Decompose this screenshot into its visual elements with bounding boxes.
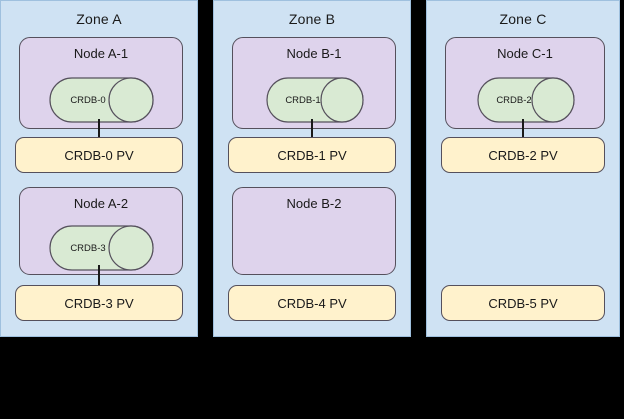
connector-a-1-to-pv	[98, 119, 100, 139]
pv-label-crdb-4: CRDB-4 PV	[277, 295, 347, 311]
zone-panel-b[interactable]: Zone B Node B-1 CRDB-1 CRDB-1 PV Node B-…	[213, 0, 411, 337]
node-box-a-1[interactable]: Node A-1 CRDB-0	[19, 37, 183, 129]
pv-box-crdb-2[interactable]: CRDB-2 PV	[441, 137, 605, 173]
zone-panel-c[interactable]: Zone C Node C-1 CRDB-2 CRDB-2 PV CRDB-5 …	[426, 0, 620, 337]
node-box-a-2[interactable]: Node A-2 CRDB-3	[19, 187, 183, 275]
database-cylinder-crdb-0[interactable]: CRDB-0	[49, 77, 154, 123]
zone-title-b: Zone B	[288, 11, 336, 27]
zone-panel-a[interactable]: Zone A Node A-1 CRDB-0 CRDB-0 PV Node A-…	[0, 0, 198, 337]
pv-label-crdb-0: CRDB-0 PV	[64, 147, 134, 163]
pv-label-crdb-5: CRDB-5 PV	[488, 295, 558, 311]
node-box-b-1[interactable]: Node B-1 CRDB-1	[232, 37, 396, 129]
node-label-a-2: Node A-2	[73, 196, 129, 211]
pv-box-crdb-4[interactable]: CRDB-4 PV	[228, 285, 396, 321]
node-label-b-2: Node B-2	[286, 196, 342, 211]
pv-box-crdb-5[interactable]: CRDB-5 PV	[441, 285, 605, 321]
connector-b-1-to-pv	[311, 119, 313, 139]
connector-c-1-to-pv	[522, 119, 524, 139]
node-label-b-1: Node B-1	[286, 46, 342, 61]
pv-box-crdb-1[interactable]: CRDB-1 PV	[228, 137, 396, 173]
pv-box-crdb-0[interactable]: CRDB-0 PV	[15, 137, 183, 173]
connector-a-2-to-pv	[98, 265, 100, 285]
database-cylinder-crdb-3[interactable]: CRDB-3	[49, 225, 154, 271]
pv-label-crdb-2: CRDB-2 PV	[488, 147, 558, 163]
node-label-a-1: Node A-1	[73, 46, 129, 61]
pv-label-crdb-1: CRDB-1 PV	[277, 147, 347, 163]
database-cylinder-crdb-2[interactable]: CRDB-2	[477, 77, 575, 123]
node-label-c-1: Node C-1	[497, 46, 553, 61]
node-box-c-1[interactable]: Node C-1 CRDB-2	[445, 37, 605, 129]
database-cylinder-crdb-1[interactable]: CRDB-1	[266, 77, 364, 123]
pv-box-crdb-3[interactable]: CRDB-3 PV	[15, 285, 183, 321]
pv-label-crdb-3: CRDB-3 PV	[64, 295, 134, 311]
zone-title-a: Zone A	[76, 11, 122, 27]
node-box-b-2[interactable]: Node B-2	[232, 187, 396, 275]
zone-title-c: Zone C	[499, 11, 547, 27]
